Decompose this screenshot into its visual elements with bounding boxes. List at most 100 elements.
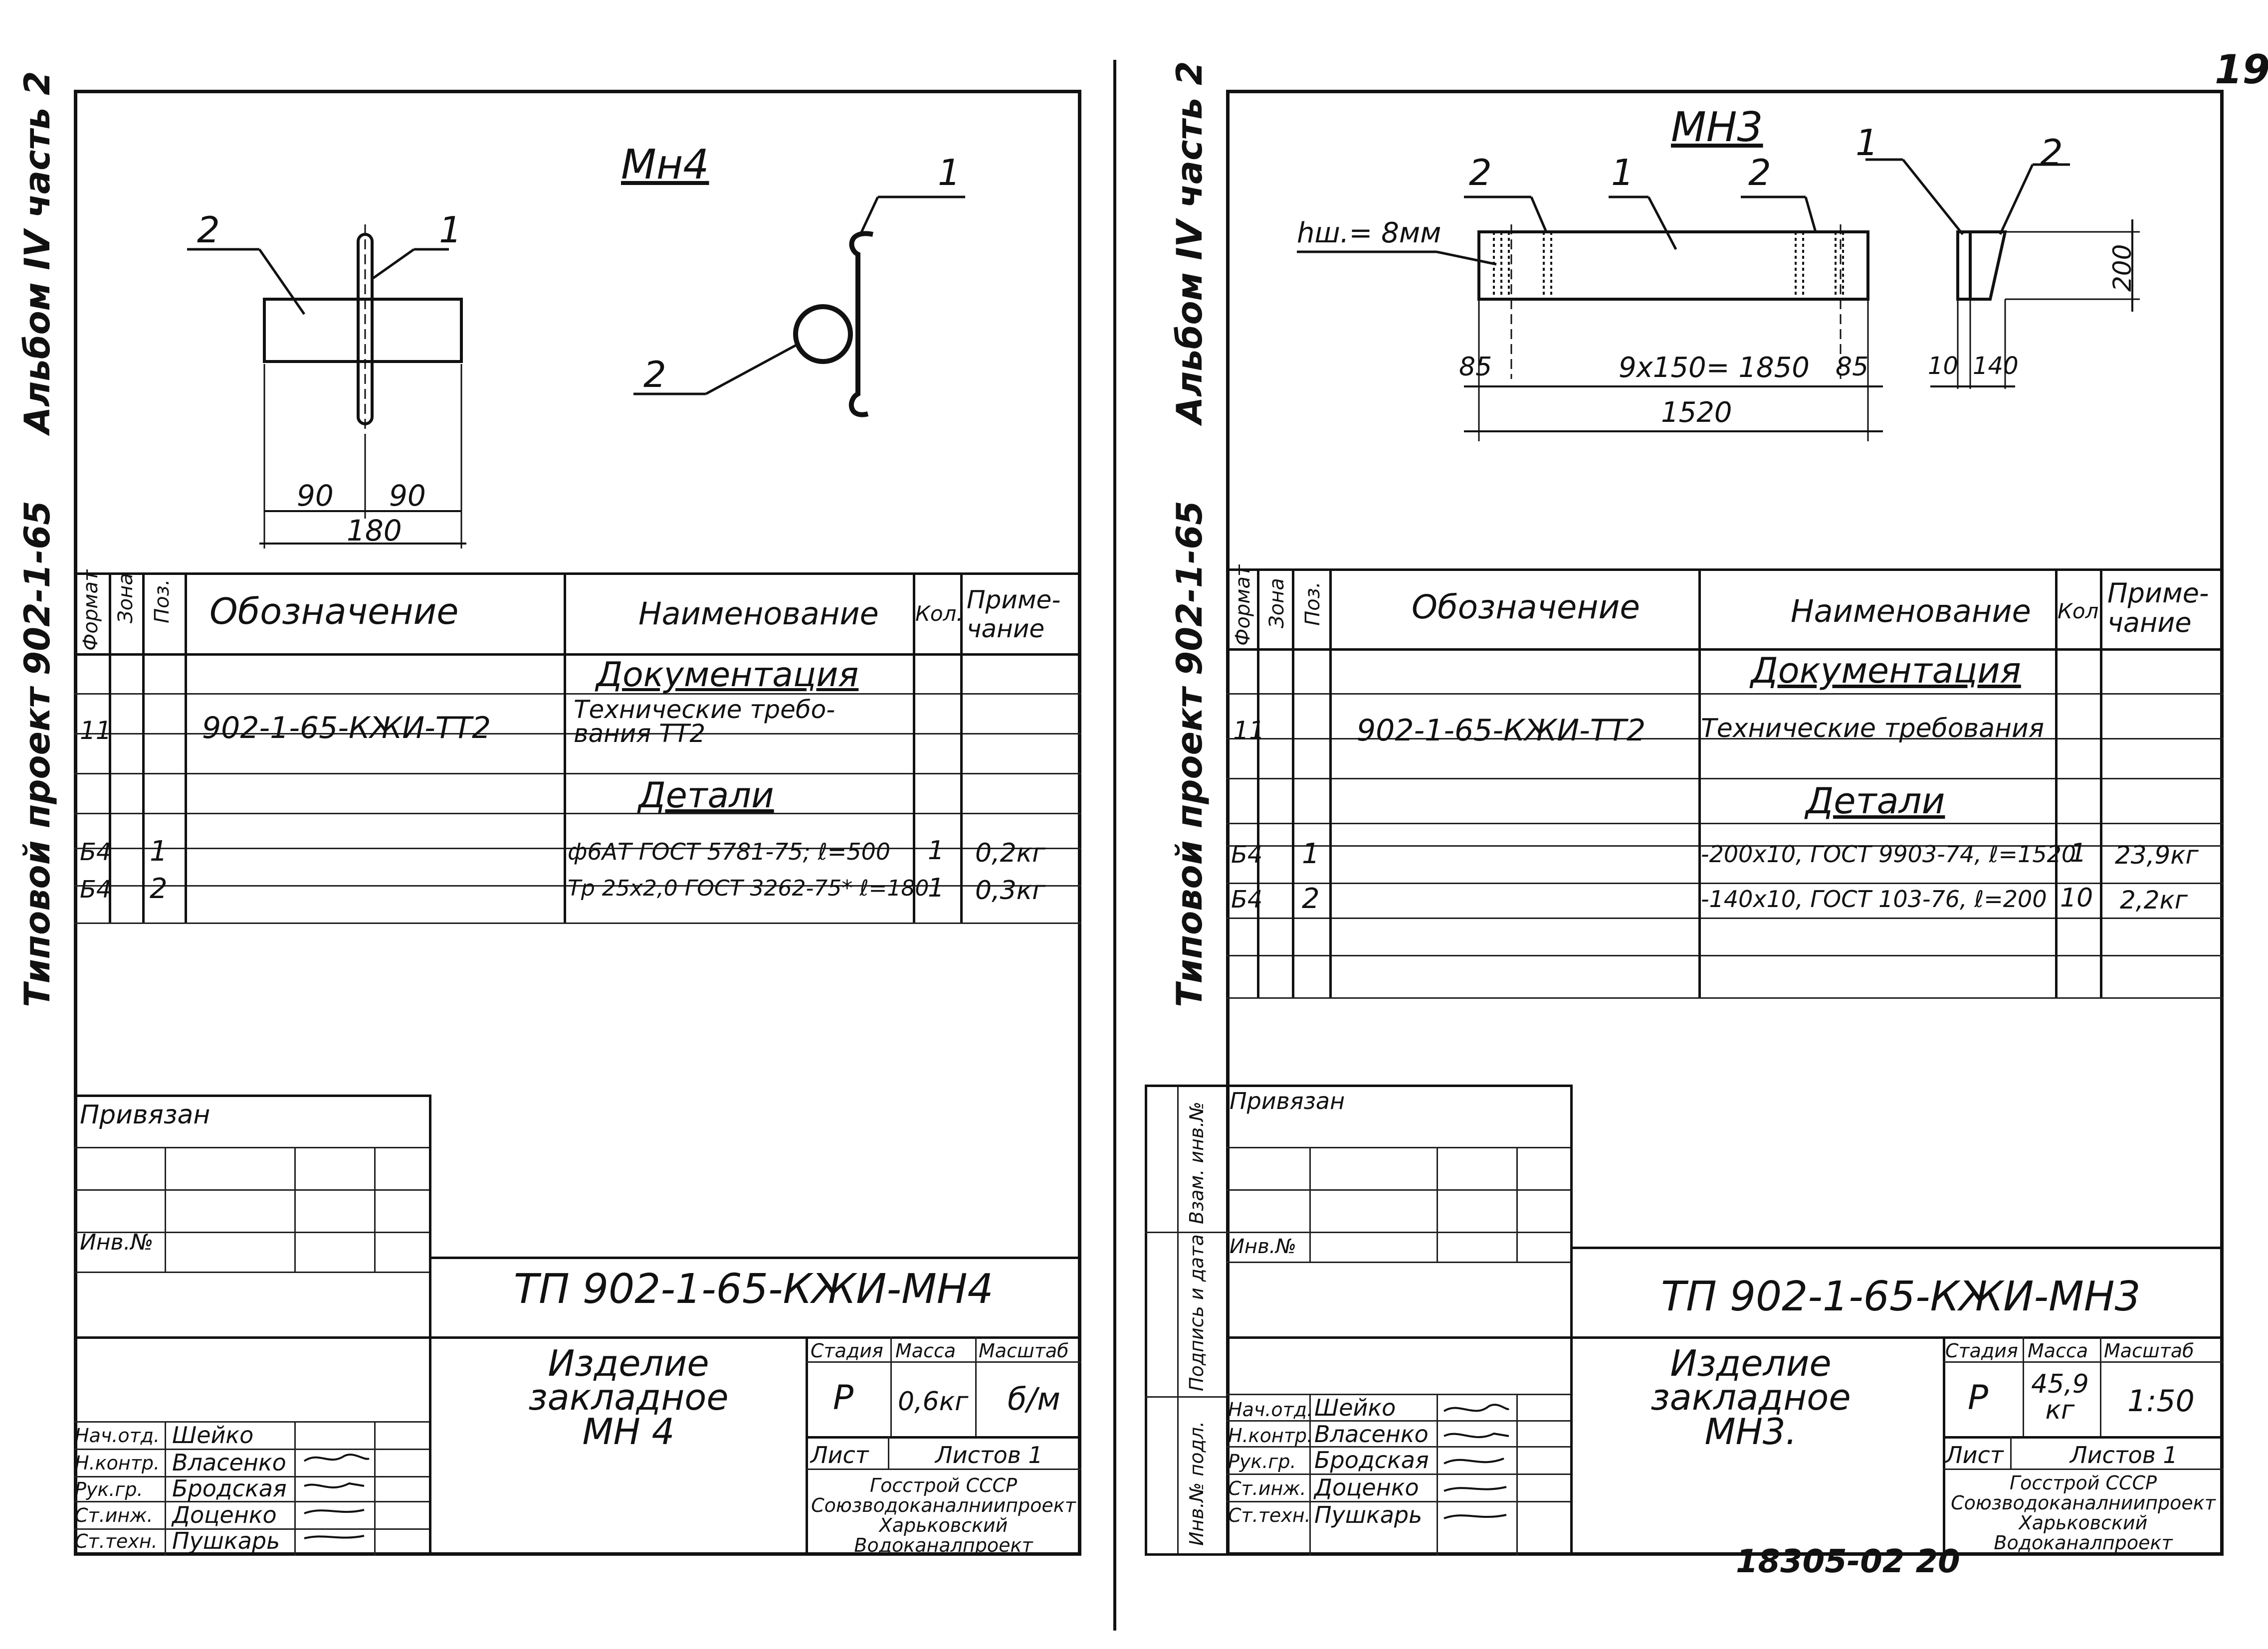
left-dim-180: 180 bbox=[347, 514, 402, 548]
right-r2-name: -140х10, ГОСТ 103-76, ℓ=200 bbox=[1701, 886, 2047, 913]
left-org: Госстрой СССР Союзводоканалниипроект Хар… bbox=[811, 1474, 1076, 1556]
right-dim-mid: 9х150= 1850 bbox=[1619, 352, 1810, 384]
right-callout-1a: 1 bbox=[1611, 152, 1634, 193]
mn4-tube-side bbox=[263, 298, 463, 363]
right-doc-designation: 902-1-65-КЖИ-ТТ2 bbox=[1357, 713, 1646, 748]
left-stamp-inv: Инв.№ bbox=[80, 1230, 154, 1255]
right-r1-name: -200х10, ГОСТ 9903-74, ℓ=1520 bbox=[1701, 841, 2076, 868]
right-side-stamp-c: Инв.№ подл. bbox=[1186, 1421, 1208, 1546]
left-h-qty: Кол. bbox=[915, 601, 963, 626]
left-mass: 0,6кг bbox=[898, 1387, 969, 1417]
left-doc-format: 11 bbox=[80, 716, 112, 745]
right-r1-note: 23,9кг bbox=[2115, 841, 2199, 870]
left-r1-name: ф6АТ ГОСТ 5781-75; ℓ=500 bbox=[568, 838, 891, 865]
right-section-details: Детали bbox=[1806, 780, 1945, 822]
left-scale-h: Масштаб bbox=[979, 1340, 1069, 1362]
right-dim-85a: 85 bbox=[1459, 352, 1492, 382]
right-sheets-h: Листов 1 bbox=[2070, 1442, 2178, 1468]
left-r2-qty: 1 bbox=[928, 873, 945, 903]
left-r1-pos: 1 bbox=[150, 835, 168, 868]
left-stamp-product: Изделие закладное МН 4 bbox=[528, 1342, 729, 1453]
right-r1-pos: 1 bbox=[1302, 838, 1320, 870]
left-r2-pos: 2 bbox=[150, 873, 168, 905]
right-r1-qty: 1 bbox=[2070, 838, 2087, 868]
mn4-rod-profile bbox=[849, 231, 873, 417]
right-callout-2c: 2 bbox=[2040, 132, 2063, 174]
right-section-docs: Документация bbox=[1751, 650, 2021, 691]
left-p4-name: Доценко bbox=[172, 1501, 277, 1528]
right-drawing bbox=[1297, 158, 2140, 441]
right-p2-role: Н.контр. bbox=[1228, 1425, 1313, 1447]
right-stamp-code: ТП 902-1-65-КЖИ-МН3 bbox=[1661, 1273, 2141, 1320]
left-stamp-code: ТП 902-1-65-КЖИ-МН4 bbox=[514, 1266, 994, 1313]
right-r2-qty: 10 bbox=[2060, 883, 2093, 913]
left-side-project: Типовой проект 902-1-65 bbox=[17, 501, 58, 1007]
right-dim-85b: 85 bbox=[1836, 352, 1869, 382]
right-r2-format: Б4 bbox=[1231, 886, 1263, 914]
right-scale-h: Масштаб bbox=[2104, 1340, 2194, 1362]
left-signatures bbox=[303, 1454, 370, 1539]
right-side-stamp-a: Взам. инв.№ bbox=[1186, 1101, 1208, 1224]
left-r2-name: Тр 25х2,0 ГОСТ 3262-75* ℓ=180 bbox=[568, 876, 929, 901]
right-h-note: Приме- чание bbox=[2107, 577, 2209, 639]
right-callout-2a: 2 bbox=[1469, 152, 1492, 193]
left-callout-1a: 1 bbox=[439, 209, 462, 251]
left-stamp-linked: Привязан bbox=[80, 1100, 210, 1130]
left-p2-role: Н.контр. bbox=[75, 1452, 160, 1474]
left-r2-note: 0,3кг bbox=[975, 876, 1046, 906]
left-p3-name: Бродская bbox=[172, 1475, 287, 1502]
left-h-zone: Зона bbox=[114, 573, 137, 623]
left-p1-role: Нач.отд. bbox=[75, 1425, 160, 1447]
right-h-name: Наименование bbox=[1791, 593, 2031, 629]
mn3-side-plate bbox=[1956, 230, 1972, 301]
right-callout-1b: 1 bbox=[1856, 122, 1878, 164]
left-r2-format: Б4 bbox=[80, 876, 112, 904]
left-h-designation: Обозначение bbox=[209, 590, 459, 632]
right-h-zone: Зона bbox=[1265, 578, 1288, 628]
right-side-stamp-b: Подпись и дата bbox=[1186, 1234, 1208, 1391]
right-stamp-inv: Инв.№ bbox=[1230, 1235, 1296, 1258]
left-r1-format: Б4 bbox=[80, 838, 112, 866]
right-p4-role: Ст.инж. bbox=[1228, 1477, 1306, 1499]
left-callout-2a: 2 bbox=[197, 209, 220, 251]
right-doc-format: 11 bbox=[1233, 716, 1265, 745]
right-r2-pos: 2 bbox=[1302, 883, 1320, 915]
right-mass-h: Масса bbox=[2028, 1340, 2088, 1362]
mn3-plate bbox=[1477, 230, 1869, 301]
right-r1-format: Б4 bbox=[1231, 841, 1263, 869]
left-drawing bbox=[187, 195, 965, 549]
left-p4-role: Ст.инж. bbox=[75, 1504, 153, 1526]
sheet-divider bbox=[1113, 60, 1116, 1631]
right-p5-name: Пушкарь bbox=[1314, 1501, 1423, 1528]
left-p5-name: Пушкарь bbox=[172, 1527, 280, 1554]
right-p3-name: Бродская bbox=[1314, 1447, 1429, 1473]
right-drawing-title: МН3 bbox=[1671, 104, 1763, 151]
left-dim-90a: 90 bbox=[297, 479, 334, 513]
left-p3-role: Рук.гр. bbox=[75, 1478, 143, 1500]
left-drawing-title: Мн4 bbox=[621, 141, 709, 188]
left-p2-name: Власенко bbox=[172, 1449, 286, 1476]
left-mass-h: Масса bbox=[895, 1340, 956, 1362]
right-doc-name: Технические требования bbox=[1701, 714, 2045, 743]
page-number: 19 bbox=[2215, 46, 2268, 93]
right-h-pos: Поз. bbox=[1301, 581, 1324, 626]
left-doc-designation: 902-1-65-КЖИ-ТТ2 bbox=[202, 711, 491, 745]
left-dim-90b: 90 bbox=[389, 479, 426, 513]
left-section-docs: Документация bbox=[596, 655, 859, 695]
left-h-format: Формат bbox=[79, 569, 102, 651]
right-dim-10: 10 bbox=[1928, 352, 1959, 380]
left-callout-2b: 2 bbox=[643, 354, 666, 395]
left-section-details: Детали bbox=[638, 775, 774, 816]
left-r1-qty: 1 bbox=[928, 836, 945, 866]
left-p1-name: Шейко bbox=[172, 1422, 254, 1449]
right-stage-h: Стадия bbox=[1945, 1340, 2018, 1362]
right-p2-name: Власенко bbox=[1314, 1421, 1429, 1448]
right-h-designation: Обозначение bbox=[1412, 588, 1640, 626]
left-p5-role: Ст.техн. bbox=[75, 1530, 158, 1552]
right-side-project: Типовой проект 902-1-65 bbox=[1169, 501, 1210, 1007]
right-stamp-product: Изделие закладное МН3. bbox=[1650, 1342, 1851, 1453]
right-dim-200: 200 bbox=[2108, 244, 2137, 292]
left-doc-name: Технические требо- вания ТТ2 bbox=[574, 695, 835, 748]
left-sheet-h: Лист bbox=[811, 1442, 869, 1468]
left-stage: Р bbox=[833, 1378, 854, 1418]
